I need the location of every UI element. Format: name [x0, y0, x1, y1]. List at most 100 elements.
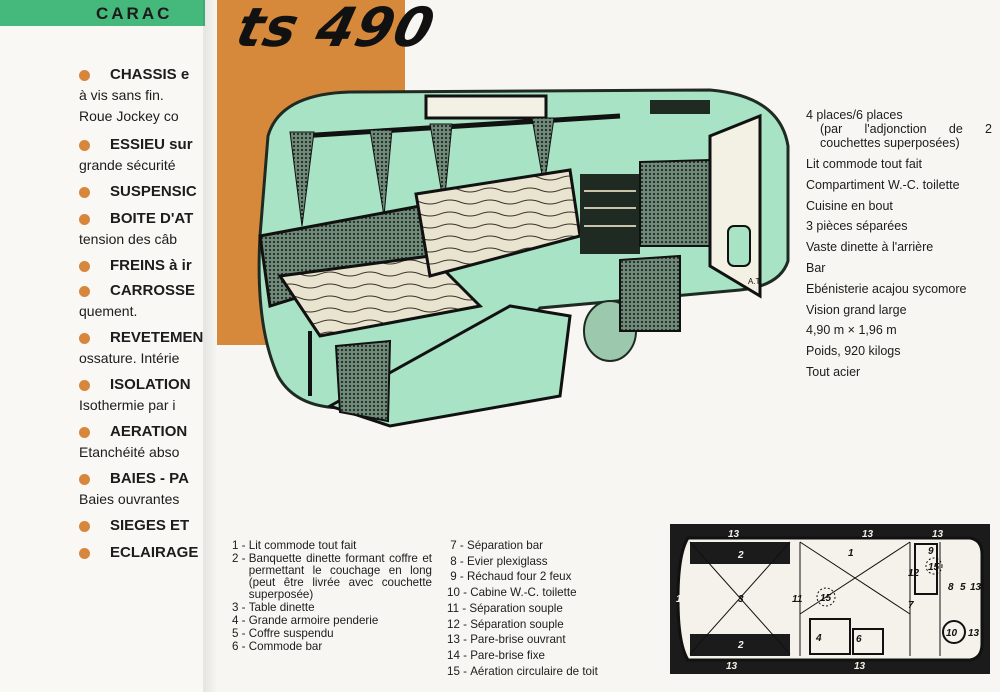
legend-item: 3 - Table dinette [232, 602, 432, 614]
plan-label: 4 [815, 633, 822, 644]
plan-label: 13 [932, 529, 944, 540]
plan-wardrobe [809, 618, 851, 655]
cabinet [424, 94, 548, 120]
spec-text: tension des câb [79, 231, 178, 247]
feature-text: l'adjonction [864, 122, 927, 136]
plan-label: 8 [948, 582, 954, 593]
legend-item: 4 - Grande armoire penderie [232, 615, 432, 627]
spec-text: Roue Jockey co [79, 108, 179, 124]
legend-item: 14 - Pare-brise fixe [447, 648, 657, 664]
plan-bench [690, 542, 790, 564]
features-list: 4 places/6 places (par l'adjonction de 2… [806, 108, 992, 383]
legend-item: 13 - Pare-brise ouvrant [447, 632, 657, 648]
bullet-icon [79, 521, 90, 532]
feature-item: Poids, 920 kilogs [806, 344, 901, 359]
spec-heading: BAIES - PA [110, 470, 189, 487]
legend-item: 11 - Séparation souple [447, 601, 657, 617]
spec-item: BOITE D'AT tension des câb [78, 210, 205, 257]
legend-text: Réchaud four 2 feux [466, 570, 572, 584]
floor-plan: 13 13 13 2 1 9 12 15 8 5 13 14 3 11 15 7… [670, 524, 990, 674]
plan-label: 15 [820, 593, 832, 604]
legend-text: Table dinette [248, 601, 315, 614]
legend-number: 4 - [232, 614, 249, 627]
plan-label: 10 [946, 628, 958, 639]
curtain [369, 129, 393, 217]
feature-item: Ebénisterie acajou sycomore [806, 281, 967, 296]
legend-number: 8 - [447, 554, 467, 568]
feature-text: de [948, 122, 963, 136]
feature-text: (par [820, 122, 843, 136]
bullet-icon [79, 548, 90, 559]
spec-text: ossature. Intérie [79, 350, 180, 366]
bullet-icon [79, 261, 90, 272]
plan-label: 2 [737, 550, 744, 561]
spec-text: quement. [79, 303, 138, 319]
wc-door [708, 113, 762, 299]
plan-label: 12 [908, 568, 920, 579]
feature-text-row: (par l'adjonction de 2 [806, 122, 992, 136]
spec-heading: BOITE D'AT [110, 210, 194, 227]
illustration-signature: A.T. [748, 277, 762, 286]
plan-label: 9 [928, 546, 934, 557]
curtain [531, 117, 555, 187]
feature-text: 4 places/6 places [806, 108, 903, 122]
legend-item: 6 - Commode bar [232, 641, 432, 653]
spec-text: Baies ouvrantes [79, 491, 180, 507]
feature-item: Vaste dinette à l'arrière [806, 240, 934, 255]
feature-item: Bar [806, 260, 826, 275]
feature-item: Lit commode tout fait [806, 157, 923, 171]
feature-capacity: 4 places/6 places (par l'adjonction de 2… [806, 108, 992, 150]
feature-text: 2 [985, 122, 992, 136]
feature-item: Vision grand large [806, 302, 907, 317]
legend-text: Séparation souple [470, 617, 564, 631]
plan-outline [676, 536, 984, 662]
spec-item: FREINS à ir [78, 257, 205, 282]
bench [326, 304, 572, 428]
legend-text: Grande armoire penderie [248, 614, 379, 627]
spec-heading: CHASSIS e [110, 66, 190, 83]
spec-text: grande sécurité [79, 157, 176, 173]
legend-number: 15 - [447, 664, 471, 678]
plan-label: 13 [854, 661, 866, 672]
plan-bench [690, 634, 790, 656]
legend-item: 10 - Cabine W.-C. toilette [447, 585, 657, 601]
legend-text: Commode bar [248, 640, 323, 653]
feature-item: 4,90 m × 1,96 m [806, 323, 897, 338]
legend-text: Aération circulaire de toit [470, 664, 598, 678]
curtain [429, 123, 453, 207]
curtain [289, 131, 315, 227]
legend-text: Banquette dinette formant coffre et perm… [248, 552, 432, 601]
kitchen [639, 158, 711, 247]
plan-label: 13 [728, 529, 740, 540]
spec-item: ISOLATION Isothermie par i [78, 376, 205, 423]
spec-item: SIEGES ET [78, 517, 205, 544]
plan-label: 3 [738, 594, 744, 605]
feature-text: couchettes superposées) [820, 136, 960, 150]
page-fold [203, 0, 217, 692]
section-title: CARAC [96, 4, 173, 23]
feature-item: Cuisine en bout [806, 198, 893, 213]
spec-item: CHASSIS e à vis sans fin. Roue Jockey co [78, 66, 205, 136]
bench [334, 339, 392, 423]
spec-heading: SUSPENSIC [110, 183, 197, 200]
feature-item: 3 pièces séparées [806, 219, 908, 234]
legend-number: 5 - [232, 627, 249, 640]
spec-item: REVETEMEN ossature. Intérie [78, 329, 205, 376]
section-band [0, 0, 205, 26]
spec-item: BAIES - PA Baies ouvrantes [78, 470, 205, 517]
plan-label: 13 [970, 582, 982, 593]
bullet-icon [79, 333, 90, 344]
legend-item: 9 - Réchaud four 2 feux [447, 569, 657, 585]
plan-label: 13 [726, 661, 738, 672]
spec-text: Isothermie par i [79, 397, 176, 413]
spec-item: ESSIEU sur grande sécurité [78, 136, 205, 183]
spec-list: CHASSIS e à vis sans fin. Roue Jockey co… [78, 66, 205, 571]
plan-label: 11 [792, 594, 803, 605]
legend-text: Evier plexiglass [466, 554, 548, 568]
wc-bin [727, 225, 751, 267]
legend-column-1: 1 - Lit commode tout fait 2 - Banquette … [232, 540, 432, 654]
bullet-icon [79, 70, 90, 81]
legend-number: 1 - [232, 539, 249, 552]
spec-heading: FREINS à ir [110, 257, 192, 274]
legend-column-2: 7 - Séparation bar 8 - Evier plexiglass … [447, 538, 657, 679]
